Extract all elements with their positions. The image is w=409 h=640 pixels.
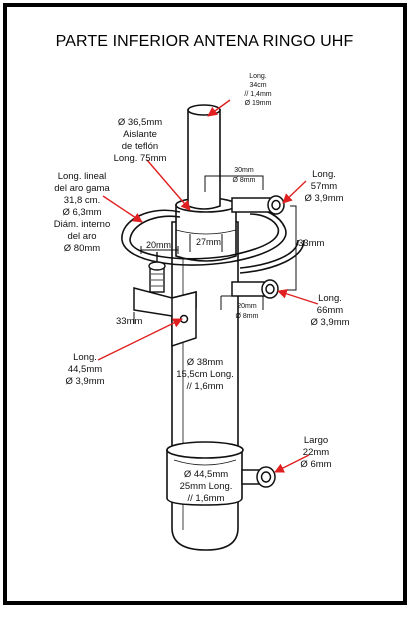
svg-text:20mm: 20mm: [237, 303, 257, 310]
svg-text:34cm: 34cm: [249, 82, 266, 89]
svg-text:Largo: Largo: [304, 435, 328, 446]
upper-tube: [187, 104, 221, 210]
svg-text:del aro: del aro: [67, 231, 96, 242]
top-bolt: [231, 195, 285, 215]
teflon-label: Ø 36,5mm Aislante de teflón Long. 75mm: [114, 117, 167, 164]
svg-text:// 1,6mm: // 1,6mm: [188, 493, 225, 504]
clamp-screw-label: Largo 22mm Ø 6mm: [300, 435, 331, 470]
bracket-bolt-label: Long. 44,5mm Ø 3,9mm: [65, 352, 104, 387]
svg-text:Ø 3,9mm: Ø 3,9mm: [304, 193, 343, 204]
svg-text:Ø 6,3mm: Ø 6,3mm: [62, 207, 101, 218]
svg-text:44,5mm: 44,5mm: [68, 364, 102, 375]
dim-27mm: 27mm: [196, 237, 221, 247]
svg-text:Long. lineal: Long. lineal: [58, 171, 107, 182]
svg-text:de teflón: de teflón: [122, 141, 158, 152]
middle-bolt-dims: 20mm Ø 8mm: [236, 303, 259, 320]
svg-text:// 1,6mm: // 1,6mm: [187, 381, 224, 392]
svg-text:15,5cm Long.: 15,5cm Long.: [176, 369, 234, 380]
svg-text:del aro gama: del aro gama: [54, 183, 110, 194]
svg-text:Ø 3,9mm: Ø 3,9mm: [65, 376, 104, 387]
svg-text:Ø 19mm: Ø 19mm: [245, 100, 272, 107]
svg-text:Long.: Long.: [249, 73, 267, 80]
svg-text:Long.: Long.: [73, 352, 97, 363]
svg-text:Ø 8mm: Ø 8mm: [233, 177, 256, 184]
svg-text:Aislante: Aislante: [123, 129, 157, 140]
page-title: PARTE INFERIOR ANTENA RINGO UHF: [55, 33, 354, 50]
svg-text:66mm: 66mm: [317, 305, 343, 316]
main-tube-label: Ø 38mm 15,5cm Long. // 1,6mm: [176, 357, 234, 392]
svg-text:Ø 3,9mm: Ø 3,9mm: [310, 317, 349, 328]
svg-text:57mm: 57mm: [311, 181, 337, 192]
mounting-bracket: [133, 287, 197, 348]
ring-label: Long. lineal del aro gama 31,8 cm. Ø 6,3…: [54, 171, 111, 254]
svg-text:Ø 36,5mm: Ø 36,5mm: [118, 117, 162, 128]
dim-20mm-left: 20mm: [146, 240, 171, 250]
svg-text:Long.: Long.: [318, 293, 342, 304]
svg-text:Ø 6mm: Ø 6mm: [300, 459, 331, 470]
gamma-ring: [121, 208, 305, 274]
svg-text:Long. 75mm: Long. 75mm: [114, 153, 167, 164]
middle-bolt-long-label: Long. 66mm Ø 3,9mm: [310, 293, 349, 328]
svg-text:Ø 38mm: Ø 38mm: [187, 357, 224, 368]
svg-text:25mm Long.: 25mm Long.: [180, 481, 233, 492]
clamp-screw: [241, 466, 276, 488]
svg-text:Ø 80mm: Ø 80mm: [64, 243, 101, 254]
pointer-arrows: [97, 99, 319, 473]
connector: [148, 252, 166, 293]
svg-text:Ø 8mm: Ø 8mm: [236, 313, 259, 320]
middle-bolt: [231, 279, 279, 299]
clamp-label: Ø 44,5mm 25mm Long. // 1,6mm: [180, 469, 233, 504]
svg-text:Long.: Long.: [312, 169, 336, 180]
dim-33mm-right: 33mm: [298, 238, 324, 249]
svg-text:Ø 44,5mm: Ø 44,5mm: [184, 469, 228, 480]
svg-text:30mm: 30mm: [234, 167, 254, 174]
dim-33mm-left: 33mm: [116, 316, 142, 327]
svg-text:31,8 cm.: 31,8 cm.: [64, 195, 100, 206]
top-bolt-long-label: Long. 57mm Ø 3,9mm: [304, 169, 343, 204]
top-tube-label: Long. 34cm // 1,4mm Ø 19mm: [244, 73, 271, 107]
svg-text:22mm: 22mm: [303, 447, 329, 458]
pipe-clamp: [166, 441, 244, 506]
top-bolt-dims: 30mm Ø 8mm: [233, 167, 256, 184]
svg-text:Diám. interno: Diám. interno: [54, 219, 111, 230]
svg-text:// 1,4mm: // 1,4mm: [244, 91, 271, 98]
